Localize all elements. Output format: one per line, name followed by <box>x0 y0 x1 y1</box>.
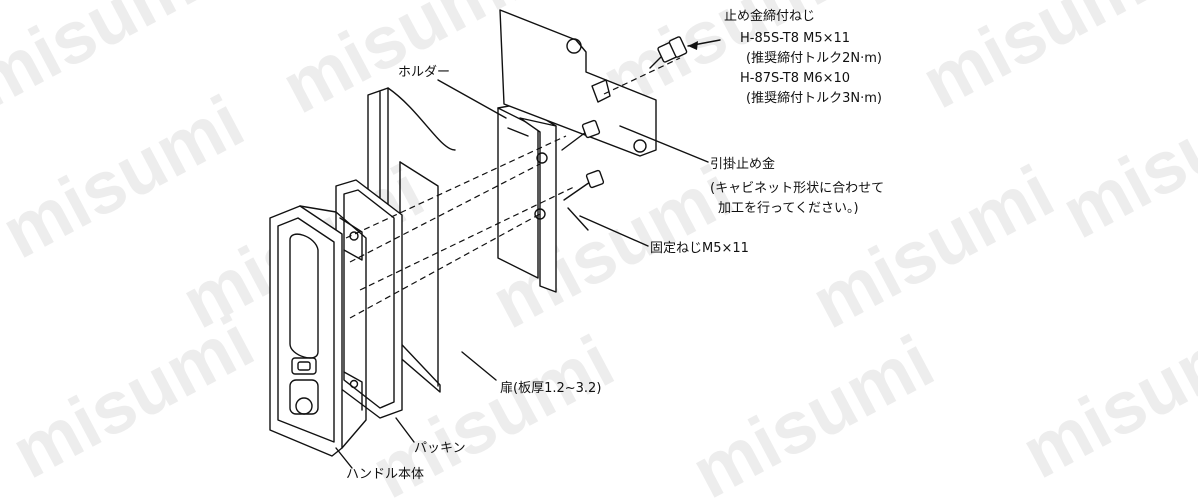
label-fix-screw: 固定ねじM5×11 <box>650 241 749 256</box>
label-latch-note2: 加工を行ってください。) <box>718 201 859 216</box>
packing-gasket <box>335 179 403 419</box>
latch-plate <box>499 9 657 157</box>
label-packing: パッキン <box>414 441 466 456</box>
alignment-lines <box>345 57 681 319</box>
fixing-screws <box>561 119 605 231</box>
leader-lines <box>335 79 709 469</box>
label-latch-note1: (キャビネット形状に合わせて <box>710 181 884 196</box>
svg-text:misumi: misumi <box>799 149 1067 344</box>
label-screw-line1: H-85S-T8 M5×11 <box>740 31 850 46</box>
svg-text:misumi: misumi <box>0 299 266 494</box>
handle-body <box>269 205 367 457</box>
svg-text:misumi: misumi <box>1049 59 1198 254</box>
label-holder: ホルダー <box>398 65 450 80</box>
svg-text:misumi: misumi <box>1009 299 1198 494</box>
label-screw-line3: H-87S-T8 M6×10 <box>740 71 850 86</box>
label-screw-line2: (推奨締付トルク2N·m) <box>746 50 882 66</box>
label-screw-line4: (推奨締付トルク3N·m) <box>746 90 882 106</box>
label-screw-title: 止め金締付ねじ <box>724 8 815 24</box>
label-door: 扉(板厚1.2~3.2) <box>500 380 601 396</box>
latch-screw <box>649 36 721 69</box>
svg-text:misumi: misumi <box>909 0 1177 124</box>
svg-text:misumi: misumi <box>679 319 947 500</box>
label-handle-body: ハンドル本体 <box>346 467 424 482</box>
label-latch-title: 引掛止め金 <box>710 156 775 172</box>
